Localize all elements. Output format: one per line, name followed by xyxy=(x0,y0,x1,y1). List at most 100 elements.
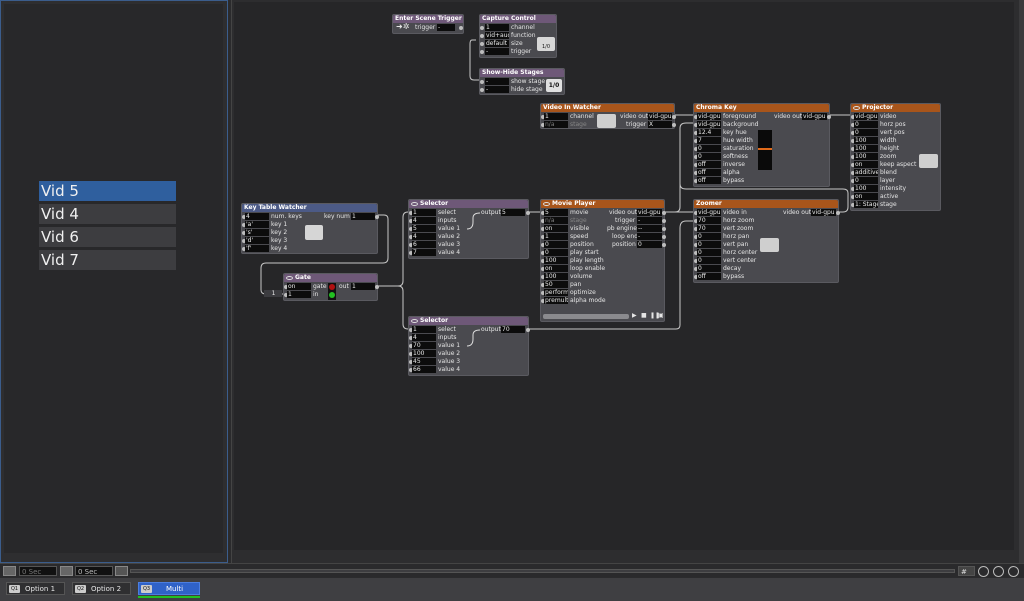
stop-icon[interactable]: ■ xyxy=(641,312,647,319)
param-value[interactable]: vid-gpu xyxy=(697,209,721,216)
param-value[interactable]: 0 xyxy=(697,153,721,160)
param-value[interactable]: 4 xyxy=(412,334,436,341)
param-value[interactable]: 4 xyxy=(412,217,436,224)
input-port[interactable] xyxy=(480,26,484,30)
input-port[interactable] xyxy=(541,251,545,255)
param-value[interactable]: premult xyxy=(544,297,568,304)
param-value[interactable]: 100 xyxy=(412,350,436,357)
input-port[interactable] xyxy=(409,352,413,356)
param-value[interactable]: vid+aud xyxy=(485,32,509,39)
param-value[interactable]: 0 xyxy=(854,121,878,128)
param-value[interactable]: perform xyxy=(544,289,568,296)
input-port[interactable] xyxy=(480,50,484,54)
param-value[interactable]: vid-gpu xyxy=(697,113,721,120)
input-port[interactable] xyxy=(242,247,246,251)
param-value[interactable]: 4 xyxy=(412,233,436,240)
input-port[interactable] xyxy=(409,227,413,231)
input-port[interactable] xyxy=(409,211,413,215)
output-port[interactable] xyxy=(375,215,379,219)
eye-icon[interactable] xyxy=(411,318,418,323)
input-port[interactable] xyxy=(694,147,698,151)
input-port[interactable] xyxy=(694,259,698,263)
input-port[interactable] xyxy=(694,251,698,255)
input-port[interactable] xyxy=(851,195,855,199)
input-port[interactable] xyxy=(480,42,484,46)
param-value[interactable]: 1 xyxy=(544,233,568,240)
eye-icon[interactable] xyxy=(543,201,550,206)
input-port[interactable] xyxy=(851,131,855,135)
param-value[interactable]: 100 xyxy=(544,257,568,264)
param-value[interactable]: 70 xyxy=(697,225,721,232)
input-port[interactable] xyxy=(851,115,855,119)
param-value[interactable]: 66 xyxy=(412,366,436,373)
input-port[interactable] xyxy=(409,243,413,247)
output-port[interactable] xyxy=(662,243,666,247)
input-port[interactable] xyxy=(541,123,545,127)
input-port[interactable] xyxy=(851,155,855,159)
input-port[interactable] xyxy=(694,235,698,239)
input-port[interactable] xyxy=(851,171,855,175)
zoom-reset-icon[interactable] xyxy=(993,566,1004,577)
input-port[interactable] xyxy=(694,219,698,223)
input-port[interactable] xyxy=(284,285,288,289)
param-value[interactable]: - xyxy=(485,78,509,85)
output-port[interactable] xyxy=(662,211,666,215)
param-value[interactable]: 4 xyxy=(245,213,269,220)
input-port[interactable] xyxy=(851,187,855,191)
input-port[interactable] xyxy=(409,251,413,255)
input-port[interactable] xyxy=(541,211,545,215)
input-port[interactable] xyxy=(409,344,413,348)
param-value[interactable]: 6 xyxy=(412,241,436,248)
param-value[interactable]: 12.4 xyxy=(697,129,721,136)
input-port[interactable] xyxy=(851,179,855,183)
param-value[interactable]: vid-gpu xyxy=(697,121,721,128)
patch-scrollbar[interactable] xyxy=(1019,0,1024,563)
input-port[interactable] xyxy=(284,293,288,297)
input-port[interactable] xyxy=(541,283,545,287)
param-value[interactable]: additive xyxy=(854,169,878,176)
param-value[interactable]: 0 xyxy=(697,249,721,256)
input-port[interactable] xyxy=(541,291,545,295)
actor-show-hide-stages[interactable]: Show-Hide Stages -show stage -hide stage… xyxy=(479,68,565,95)
input-port[interactable] xyxy=(541,243,545,247)
param-value[interactable]: 1 xyxy=(412,326,436,333)
output-port[interactable] xyxy=(459,26,463,30)
param-value[interactable]: on xyxy=(544,265,568,272)
output-port[interactable] xyxy=(662,227,666,231)
input-port[interactable] xyxy=(409,336,413,340)
input-port[interactable] xyxy=(694,211,698,215)
patch-window[interactable] xyxy=(231,0,1019,563)
input-port[interactable] xyxy=(480,80,484,84)
param-value[interactable]: 0 xyxy=(854,177,878,184)
output-port[interactable] xyxy=(526,211,530,215)
input-port[interactable] xyxy=(541,299,545,303)
param-value[interactable]: 's' xyxy=(245,229,269,236)
eye-icon[interactable] xyxy=(286,275,293,280)
input-port[interactable] xyxy=(409,328,413,332)
timeline-scrollbar[interactable] xyxy=(130,569,955,573)
input-port[interactable] xyxy=(851,203,855,207)
param-value[interactable]: 1: Stage xyxy=(854,201,878,208)
param-value[interactable]: 70 xyxy=(697,217,721,224)
param-value[interactable]: 0 xyxy=(544,249,568,256)
param-value[interactable]: 5 xyxy=(544,209,568,216)
input-port[interactable] xyxy=(480,88,484,92)
input-port[interactable] xyxy=(541,219,545,223)
param-value[interactable]: 'f' xyxy=(245,245,269,252)
output-port[interactable] xyxy=(827,115,831,119)
param-value[interactable]: n/a xyxy=(544,121,568,128)
param-value[interactable]: on xyxy=(544,225,568,232)
param-value[interactable]: n/a xyxy=(544,217,568,224)
scene-preview-button[interactable] xyxy=(3,566,16,576)
param-value[interactable]: 100 xyxy=(854,137,878,144)
